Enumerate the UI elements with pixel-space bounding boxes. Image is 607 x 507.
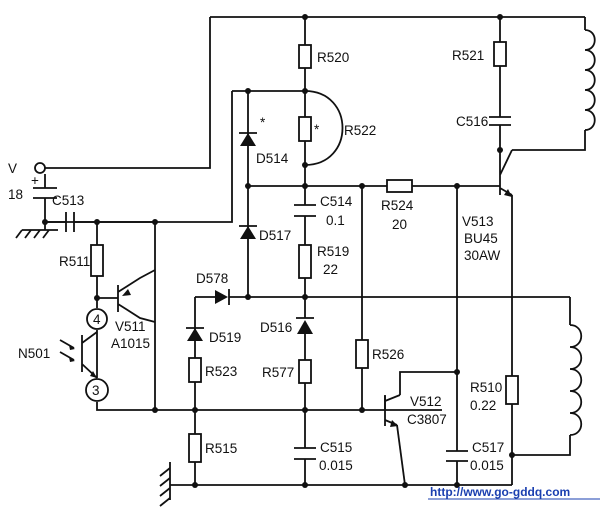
label-c515-value: 0.015: [319, 458, 353, 473]
label-bu45: BU45: [464, 231, 498, 246]
resistor-r524: [386, 179, 413, 193]
label-r523: R523: [205, 364, 237, 379]
label-v: V: [8, 161, 17, 176]
capacitor-c514: [294, 204, 316, 217]
node-3: [85, 378, 109, 402]
label-r510: R510: [470, 380, 502, 395]
label-star-d514: *: [260, 115, 266, 130]
label-v511: V511: [115, 319, 146, 334]
diode-d516: [296, 317, 314, 334]
label-plus: +: [31, 173, 39, 188]
label-r515: R515: [205, 441, 237, 456]
label-c516: C516: [456, 114, 488, 129]
input-terminal: [34, 162, 46, 174]
label-r526: R526: [372, 347, 404, 362]
label-30aw: 30AW: [464, 248, 501, 263]
resistor-r519: [298, 244, 312, 279]
label-node-3: 3: [92, 383, 100, 398]
ground-symbol-bottom: [159, 467, 171, 507]
diode-d514: [239, 132, 257, 146]
label-d519: D519: [209, 330, 241, 345]
label-node-4: 4: [93, 312, 101, 327]
transistor-v511: [117, 269, 156, 323]
diode-d578: [215, 289, 230, 305]
r522-bypass-arc: [304, 90, 344, 166]
label-c517: C517: [472, 440, 504, 455]
label-c514-value: 0.1: [326, 213, 345, 228]
node-4: [86, 308, 108, 330]
label-r519-value: 22: [323, 262, 338, 277]
label-d578: D578: [196, 271, 228, 286]
diode-d517: [239, 225, 257, 239]
label-n501: N501: [18, 346, 50, 361]
label-c515: C515: [320, 440, 352, 455]
label-r521: R521: [452, 48, 484, 63]
resistor-r510: [505, 375, 519, 405]
label-c514: C514: [320, 194, 353, 209]
phototransistor-n501: [59, 331, 98, 379]
label-d514: D514: [256, 151, 289, 166]
capacitor-c515: [294, 447, 316, 460]
resistor-r577: [298, 359, 312, 384]
label-r520: R520: [317, 50, 349, 65]
resistor-r521: [493, 41, 507, 67]
label-c513: C513: [52, 193, 84, 208]
resistor-r511: [90, 244, 104, 277]
label-a1015: A1015: [111, 336, 150, 351]
resistor-r515: [188, 433, 202, 463]
label-r510-value: 0.22: [470, 398, 496, 413]
inductor-top: [584, 29, 596, 131]
label-r519: R519: [317, 244, 349, 259]
label-d516: D516: [260, 320, 292, 335]
label-v512: V512: [410, 394, 442, 409]
label-r524: R524: [381, 198, 414, 213]
inductor-bottom: [569, 324, 583, 436]
resistor-r522: [298, 116, 312, 142]
transistor-v512: [384, 394, 401, 427]
components: [15, 29, 596, 507]
resistor-r523: [188, 357, 202, 383]
capacitor-c513-vertical: [33, 187, 57, 199]
capacitor-c517: [446, 450, 468, 462]
ground-symbol-left: [15, 229, 58, 239]
labels: V 18 + C513 R511 4 V511 A1015 N501 3 R52…: [8, 48, 570, 499]
label-v513: V513: [462, 214, 494, 229]
label-r524-value: 20: [392, 217, 407, 232]
label-c517-value: 0.015: [470, 458, 504, 473]
label-star-r522: *: [314, 122, 320, 137]
capacitor-c516: [489, 116, 511, 126]
transistor-v513: [499, 149, 513, 197]
label-r522: R522: [344, 123, 376, 138]
label-d517: D517: [259, 228, 291, 243]
resistor-r520: [298, 44, 312, 69]
watermark-url: http://www.go-gddq.com: [430, 485, 570, 499]
label-c3807: C3807: [407, 412, 447, 427]
label-r577: R577: [262, 365, 294, 380]
resistor-r526: [355, 339, 369, 369]
junction-dots: [42, 14, 515, 488]
label-r511: R511: [59, 254, 90, 269]
diode-d519: [186, 327, 204, 341]
capacitor-c513: [65, 212, 75, 232]
label-18: 18: [8, 187, 23, 202]
